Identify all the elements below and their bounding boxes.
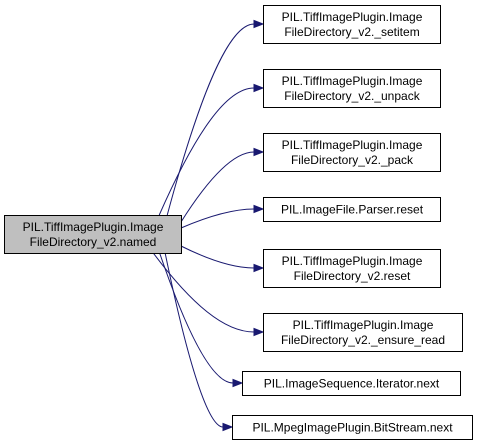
node-label-line: PIL.MpegImagePlugin.BitStream.next <box>252 421 453 435</box>
node-label-line: PIL.TiffImagePlugin.Image <box>282 74 423 88</box>
node-pack[interactable]: PIL.TiffImagePlugin.ImageFileDirectory_v… <box>263 133 441 172</box>
node-box <box>232 415 473 440</box>
node-bitstream-next[interactable]: PIL.MpegImagePlugin.BitStream.next <box>232 415 473 440</box>
edge-line <box>180 208 255 229</box>
edge-line <box>152 252 255 333</box>
edge-line <box>164 252 224 428</box>
node-ensure-read[interactable]: PIL.TiffImagePlugin.ImageFileDirectory_v… <box>263 313 463 352</box>
node-label-line: PIL.TiffImagePlugin.Image <box>282 10 423 24</box>
edges-layer <box>152 19 265 432</box>
node-root[interactable]: PIL.TiffImagePlugin.ImageFileDirectory_v… <box>4 215 182 254</box>
nodes-layer: PIL.TiffImagePlugin.ImageFileDirectory_v… <box>4 5 473 440</box>
arrowhead <box>222 422 234 432</box>
node-box <box>4 215 182 254</box>
edge-root-to-setitem <box>166 19 265 216</box>
node-label-line: FileDirectory_v2._setitem <box>284 25 419 39</box>
node-label-line: FileDirectory_v2._unpack <box>284 89 420 103</box>
edge-line <box>159 252 234 384</box>
edge-line <box>180 245 255 269</box>
edge-root-to-bitstream-next <box>164 252 234 432</box>
edge-root-to-pack <box>180 147 265 223</box>
node-unpack[interactable]: PIL.TiffImagePlugin.ImageFileDirectory_v… <box>263 69 441 108</box>
node-setitem[interactable]: PIL.TiffImagePlugin.ImageFileDirectory_v… <box>263 5 441 44</box>
arrowhead <box>232 378 244 388</box>
node-label-line: PIL.TiffImagePlugin.Image <box>282 254 423 268</box>
arrowhead <box>253 263 265 273</box>
node-ifd-reset[interactable]: PIL.TiffImagePlugin.ImageFileDirectory_v… <box>263 249 441 288</box>
node-label-line: FileDirectory_v2._pack <box>291 153 414 167</box>
edge-root-to-ifd-reset <box>180 245 265 273</box>
node-label-line: PIL.ImageSequence.Iterator.next <box>264 377 440 391</box>
edge-root-to-iterator-next <box>159 252 244 388</box>
node-label-line: PIL.TiffImagePlugin.Image <box>293 318 434 332</box>
edge-root-to-ensure-read <box>152 252 265 337</box>
node-label-line: FileDirectory_v2.named <box>30 235 157 249</box>
arrowhead <box>253 19 265 29</box>
node-label-line: PIL.ImageFile.Parser.reset <box>281 203 424 217</box>
node-label-line: FileDirectory_v2._ensure_read <box>281 333 445 347</box>
node-box <box>263 197 441 222</box>
node-box <box>263 5 441 44</box>
node-label-line: PIL.TiffImagePlugin.Image <box>23 220 164 234</box>
arrowhead <box>253 327 265 337</box>
arrowhead <box>253 83 265 93</box>
edge-line <box>158 87 255 216</box>
arrowhead <box>253 204 265 214</box>
node-label-line: FileDirectory_v2.reset <box>294 269 411 283</box>
edge-root-to-unpack <box>158 83 265 216</box>
node-box <box>242 371 461 396</box>
edge-root-to-parser-reset <box>180 204 265 229</box>
node-box <box>263 133 441 172</box>
node-box <box>263 249 441 288</box>
node-label-line: PIL.TiffImagePlugin.Image <box>282 138 423 152</box>
node-box <box>263 313 463 352</box>
node-iterator-next[interactable]: PIL.ImageSequence.Iterator.next <box>242 371 461 396</box>
arrowhead <box>253 147 265 157</box>
edge-line <box>180 151 255 223</box>
node-parser-reset[interactable]: PIL.ImageFile.Parser.reset <box>263 197 441 222</box>
node-box <box>263 69 441 108</box>
